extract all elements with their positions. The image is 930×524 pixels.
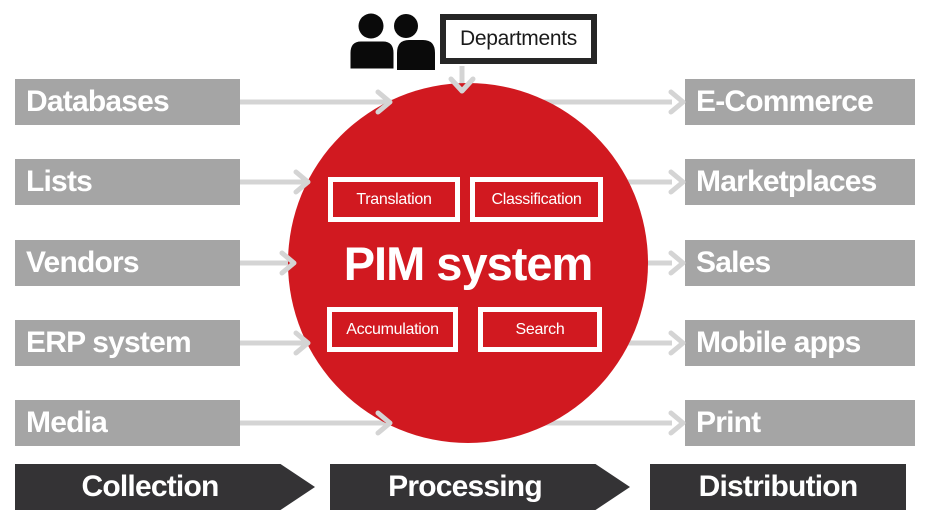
input-databases: Databases xyxy=(15,79,240,125)
input-erp-system: ERP system xyxy=(15,320,240,366)
input-lists: Lists xyxy=(15,159,240,205)
function-search: Search xyxy=(478,307,602,352)
output-print: Print xyxy=(685,400,915,446)
stage-distribution: Distribution xyxy=(650,464,906,510)
departments-box: Departments xyxy=(440,14,597,64)
stage-collection: Collection xyxy=(15,464,315,510)
pim-system-title: PIM system xyxy=(343,237,594,290)
function-translation: Translation xyxy=(328,177,460,222)
input-vendors: Vendors xyxy=(15,240,240,286)
output-ecommerce: E-Commerce xyxy=(685,79,915,125)
output-mobile-apps: Mobile apps xyxy=(685,320,915,366)
stage-processing: Processing xyxy=(330,464,630,510)
function-accumulation: Accumulation xyxy=(327,307,458,352)
output-marketplaces: Marketplaces xyxy=(685,159,915,205)
people-icon xyxy=(347,12,437,75)
function-classification: Classification xyxy=(470,177,603,222)
input-media: Media xyxy=(15,400,240,446)
output-sales: Sales xyxy=(685,240,915,286)
